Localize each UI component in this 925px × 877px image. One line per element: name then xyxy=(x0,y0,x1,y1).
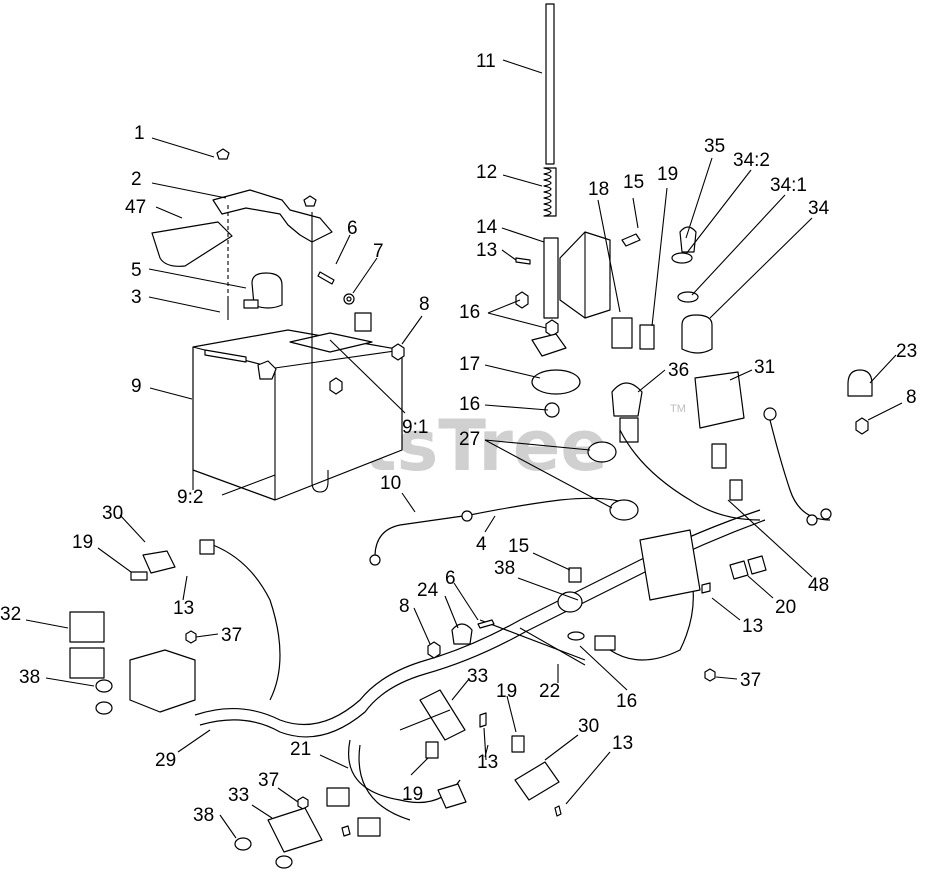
callout-27: 27 xyxy=(459,429,480,450)
callout-32: 33 xyxy=(467,666,488,687)
callout-19d: 19 xyxy=(402,784,423,805)
spring xyxy=(543,167,557,217)
callout-9-2: 9:2 xyxy=(177,487,203,508)
leader-lines xyxy=(25,59,903,839)
callout-16c: 16 xyxy=(616,691,637,712)
callout-8c: 8 xyxy=(399,596,410,617)
callout-35: 35 xyxy=(704,136,725,157)
callout-15b: 15 xyxy=(508,536,529,557)
callout-31: 31 xyxy=(754,357,775,378)
watermark-tm: TM xyxy=(670,403,686,415)
callout-38: 38 xyxy=(19,667,40,688)
callout-16: 16 xyxy=(459,302,480,323)
module-33 xyxy=(267,807,323,853)
battery-cable xyxy=(374,497,631,556)
lower-components xyxy=(69,407,832,869)
callout-6b: 6 xyxy=(445,568,456,589)
callout-48: 48 xyxy=(808,575,829,596)
callout-8: 8 xyxy=(419,294,430,315)
switch-36 xyxy=(611,382,643,417)
callout-3: 3 xyxy=(131,287,142,308)
battery-cover-plate xyxy=(289,332,373,353)
callout-14: 14 xyxy=(476,217,498,238)
callout-16b: 16 xyxy=(459,394,480,415)
relay xyxy=(69,611,105,643)
callout-13e: 13 xyxy=(612,733,633,754)
switch-left xyxy=(142,550,176,574)
battery-pad xyxy=(151,221,233,267)
hour-meter xyxy=(694,371,745,429)
battery-assembly xyxy=(151,148,405,501)
callout-30: 21 xyxy=(290,739,311,760)
rod xyxy=(545,3,555,165)
callout-5: 5 xyxy=(131,260,142,281)
cable-clamp xyxy=(451,623,473,645)
callout-21: 29 xyxy=(155,750,176,771)
callout-17: 17 xyxy=(459,354,480,375)
fuse-block xyxy=(639,529,701,601)
callout-28: 24 xyxy=(417,580,439,601)
callout-1: 1 xyxy=(134,123,145,144)
callout-20: 20 xyxy=(775,597,796,618)
callout-34: 34 xyxy=(808,198,830,219)
callout-29b: 30 xyxy=(578,716,599,737)
callout-19: 19 xyxy=(657,164,678,185)
callout-33a: 33 xyxy=(228,785,249,806)
callout-29a: 30 xyxy=(102,503,123,524)
bulb xyxy=(847,369,873,397)
callout-2: 2 xyxy=(131,169,142,190)
switch-32 xyxy=(419,689,466,741)
callout-24: 32 xyxy=(0,604,21,625)
callout-22: 22 xyxy=(539,681,560,702)
callout-8b: 8 xyxy=(906,387,917,408)
connector xyxy=(531,333,567,357)
center-upper-assembly xyxy=(515,3,873,443)
wing-nut xyxy=(216,148,230,160)
callout-11: 11 xyxy=(476,51,496,72)
callout-4: 4 xyxy=(476,534,487,555)
callout-19b: 19 xyxy=(72,532,93,553)
connector-30 xyxy=(326,787,350,807)
terminal-cover xyxy=(251,272,283,309)
callout-37c: 37 xyxy=(740,670,761,691)
sleeve xyxy=(543,237,559,319)
callout-36: 36 xyxy=(668,360,689,381)
callout-13c: 13 xyxy=(742,616,763,637)
callout-34-1: 34:1 xyxy=(770,175,807,196)
callout-13d: 13 xyxy=(477,752,498,773)
callout-38b: 38 xyxy=(193,805,214,826)
callout-23: 23 xyxy=(896,341,917,362)
ignition-switch xyxy=(681,314,713,354)
callout-12: 12 xyxy=(476,162,497,183)
callout-15: 15 xyxy=(623,172,644,193)
callout-34-2: 34:2 xyxy=(733,150,770,171)
callout-18: 18 xyxy=(588,179,609,200)
callout-labels: 1 2 47 5 3 9 6 7 8 9:1 9:2 10 11 12 14 1… xyxy=(0,51,917,826)
callout-19c: 19 xyxy=(496,681,517,702)
callout-10: 10 xyxy=(380,473,401,494)
callout-7: 7 xyxy=(373,241,384,262)
callout-47: 47 xyxy=(125,197,146,218)
callout-6: 6 xyxy=(347,218,358,239)
relay-block xyxy=(129,649,196,713)
callout-9-1: 9:1 xyxy=(402,417,428,438)
callout-9: 9 xyxy=(131,376,142,397)
callout-13b: 13 xyxy=(173,598,194,619)
callout-13: 13 xyxy=(476,240,497,261)
callout-37b: 37 xyxy=(258,770,279,791)
switch-module xyxy=(611,317,633,349)
switch-right xyxy=(514,761,560,801)
callout-28b: 38 xyxy=(494,558,515,579)
callout-37: 37 xyxy=(221,625,242,646)
